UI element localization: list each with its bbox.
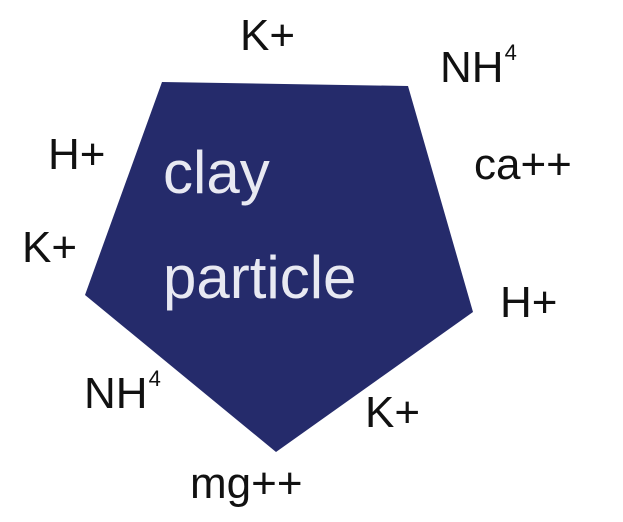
ion-k-bottom-right: K+ — [365, 388, 421, 437]
ion-mg-bottom: mg++ — [190, 459, 303, 508]
ion-nh4-top-sup: 4 — [504, 40, 517, 65]
ion-k-top: K+ — [240, 11, 296, 60]
ion-ca-right: ca++ — [474, 140, 572, 189]
ion-nh4-top-base: NH — [440, 43, 504, 92]
ion-h-left: H+ — [48, 130, 106, 179]
ion-nh4-bottom-sup: 4 — [148, 366, 161, 391]
ion-h-right: H+ — [500, 278, 558, 327]
ion-nh4-bottom-base: NH — [84, 369, 148, 418]
ion-k-left: K+ — [22, 223, 78, 272]
clay-particle-pentagon — [85, 82, 473, 452]
ion-nh4-top: NH4 — [440, 42, 517, 92]
particle-label-line2: particle — [163, 244, 357, 311]
particle-label-line1: clay — [163, 139, 270, 206]
ion-nh4-bottom: NH4 — [84, 368, 161, 418]
